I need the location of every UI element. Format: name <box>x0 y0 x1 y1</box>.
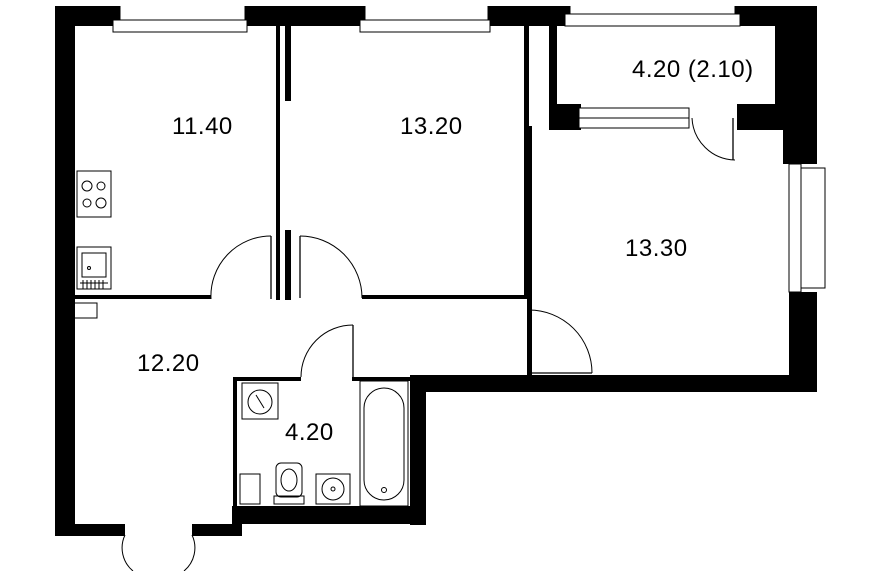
window-bedroom-right <box>788 163 802 293</box>
room-labels: 11.40 13.20 4.20 (2.10) 13.30 12.20 4.20 <box>137 56 754 446</box>
window-balcony <box>564 13 741 27</box>
partition-kitchen-bedroom <box>276 26 280 300</box>
partition-bedroom-bedroom <box>524 26 529 298</box>
balcony-left-wall <box>549 26 557 108</box>
bottom-wall-left <box>55 524 125 536</box>
room-hallway-area: 12.20 <box>137 350 200 377</box>
bathroom-sink-icon <box>315 473 351 505</box>
balcony-right-wall <box>775 26 789 130</box>
partition-right-room <box>527 126 532 376</box>
doors <box>121 117 736 571</box>
bathroom-shelf <box>239 473 261 505</box>
walls <box>55 6 817 536</box>
top-wall-right <box>488 6 570 26</box>
bathtub-icon <box>359 380 409 507</box>
bathroom-top-wall-right <box>352 377 412 381</box>
balcony-bottom-wall-left <box>549 104 581 130</box>
top-wall-middle <box>245 6 365 26</box>
door-kitchen-arc <box>210 235 272 300</box>
bottom-wall-middle <box>192 524 242 536</box>
room-bedroom-middle-area: 13.20 <box>400 113 463 140</box>
bathroom-bottom-wall <box>232 506 425 524</box>
kitchen-bottom-wall <box>75 295 211 299</box>
bathroom-left-wall <box>233 377 237 507</box>
bathroom-right-wall <box>410 375 426 525</box>
entrance-door-arc-left <box>121 534 134 571</box>
door-balcony-arc <box>691 117 736 161</box>
fixtures <box>75 170 409 507</box>
room-balcony-area: 4.20 (2.10) <box>632 56 754 83</box>
bedroom-bottom-wall <box>362 295 527 299</box>
toilet-icon <box>273 462 305 505</box>
stove-icon <box>76 170 112 218</box>
bottom-wall-right <box>410 375 817 392</box>
washing-machine-icon <box>241 382 279 420</box>
window-bedroom-middle <box>359 19 491 33</box>
door-bedroom-right-arc <box>528 309 593 374</box>
room-kitchen-area: 11.40 <box>172 113 233 140</box>
entrance-door-arc-right <box>183 534 196 571</box>
window-kitchen <box>112 19 248 33</box>
door-bedroom-middle-arc <box>299 235 363 299</box>
room-bathroom-area: 4.20 <box>285 419 334 446</box>
kitchen-sink-icon <box>76 246 112 290</box>
partition-bedroom-left-top <box>285 26 291 101</box>
partition-bedroom-left-bottom <box>285 230 291 300</box>
bathroom-top-wall-left <box>233 377 301 381</box>
door-bathroom-arc <box>300 324 354 378</box>
room-bedroom-right-area: 13.30 <box>625 235 688 262</box>
left-outer-wall <box>55 6 75 534</box>
closet-shelf <box>75 302 98 319</box>
windows <box>112 6 826 293</box>
